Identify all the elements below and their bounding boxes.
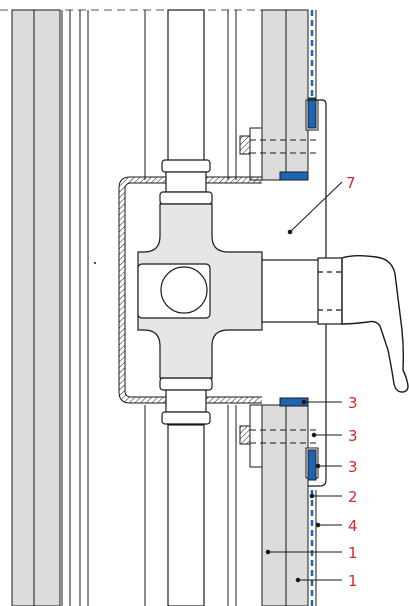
vertical-pipe xyxy=(167,9,205,606)
frame-lines xyxy=(144,10,237,606)
callout-1a: 1 xyxy=(348,544,358,562)
callout-4: 4 xyxy=(348,517,358,535)
callout-3b: 3 xyxy=(348,427,358,445)
leader-lines xyxy=(265,181,343,583)
lower-clamp xyxy=(239,404,320,481)
valve-cartridge xyxy=(160,266,208,314)
callout-7: 7 xyxy=(346,174,356,192)
callout-labels: 7 3 3 3 2 4 1 1 xyxy=(346,174,358,590)
callout-3c: 3 xyxy=(348,458,358,476)
gypsum-boards xyxy=(261,9,309,606)
upper-seal-strip xyxy=(279,171,309,181)
left-wall-layers xyxy=(11,9,89,606)
lever-handle xyxy=(341,255,409,393)
callout-3a: 3 xyxy=(348,394,358,412)
callout-1b: 1 xyxy=(348,572,358,590)
callout-2: 2 xyxy=(348,488,358,506)
pipe-connector-lower xyxy=(159,377,213,425)
valve-stem xyxy=(261,257,343,325)
pipe-connector-upper xyxy=(159,159,213,205)
tile-surface xyxy=(307,10,317,606)
marker-dot xyxy=(94,262,96,264)
installation-box xyxy=(119,177,262,403)
